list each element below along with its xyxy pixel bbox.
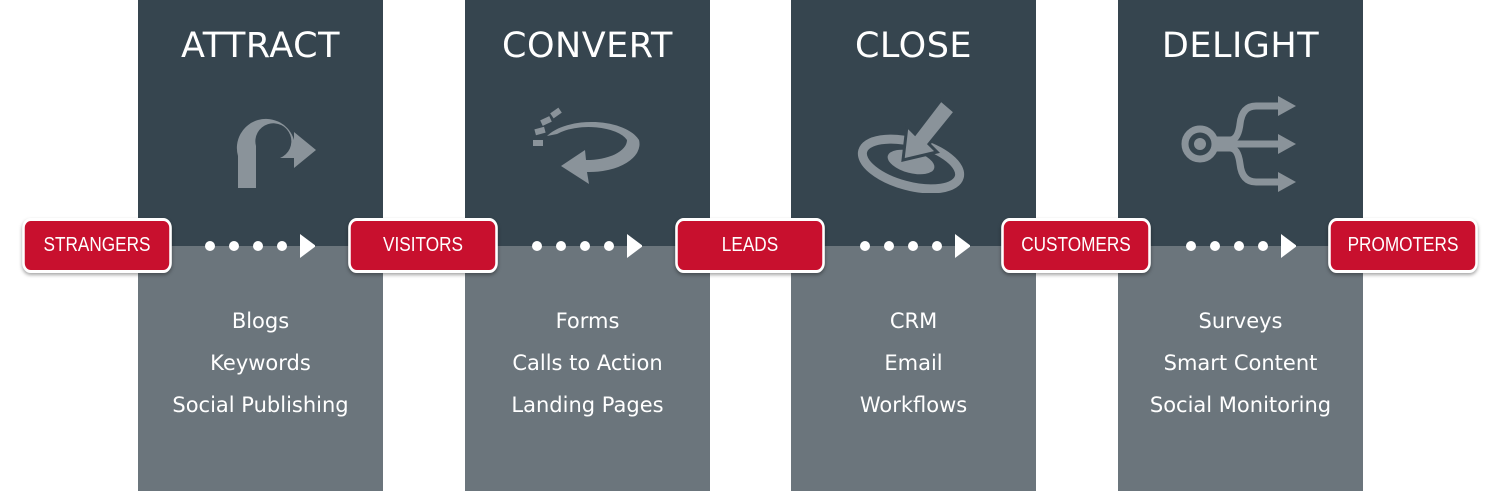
tool-item: Blogs <box>231 309 290 333</box>
tool-item: Email <box>884 351 943 375</box>
column-tools-panel <box>138 246 383 491</box>
column-title: CLOSE <box>854 26 973 66</box>
target-arrow-icon <box>853 88 973 193</box>
dotted-arrow-icon <box>1181 234 1296 258</box>
column-title: CONVERT <box>502 26 673 66</box>
column-convert: CONVERT Forms Calls to Action Landing Pa… <box>465 0 710 491</box>
tool-item: Keywords <box>210 351 311 375</box>
column-close: CLOSE CRM Email Workflows <box>791 0 1036 491</box>
column-tool-list: Surveys Smart Content Social Monitoring <box>1118 306 1363 432</box>
column-tools-panel <box>465 246 710 491</box>
column-header-panel <box>791 0 1036 246</box>
tool-item: Landing Pages <box>511 393 664 417</box>
tool-item: Calls to Action <box>512 351 663 375</box>
column-tool-list: Blogs Keywords Social Publishing <box>138 306 383 432</box>
column-title: DELIGHT <box>1161 26 1320 66</box>
stage-pill-leads: LEADS <box>675 218 825 273</box>
tool-item: Workflows <box>859 393 968 417</box>
dotted-arrow-icon <box>527 234 642 258</box>
column-tools-panel <box>1118 246 1363 491</box>
stage-pill-strangers: STRANGERS <box>22 218 172 273</box>
column-title: ATTRACT <box>181 26 340 66</box>
branching-arrows-icon <box>1180 88 1300 193</box>
tool-item: Social Publishing <box>172 393 349 417</box>
u-turn-arrow-icon <box>200 88 320 193</box>
tool-item: Surveys <box>1198 309 1283 333</box>
stage-pill-visitors: VISITORS <box>348 218 498 273</box>
tool-item: Smart Content <box>1163 351 1318 375</box>
stage-pill-promoters: PROMOTERS <box>1328 218 1478 273</box>
stage-pill-customers: CUSTOMERS <box>1001 218 1151 273</box>
column-tool-list: CRM Email Workflows <box>791 306 1036 432</box>
circular-arrow-icon <box>527 88 647 193</box>
tool-item: CRM <box>889 309 938 333</box>
dotted-arrow-icon <box>200 234 315 258</box>
column-tool-list: Forms Calls to Action Landing Pages <box>465 306 710 432</box>
column-tools-panel <box>791 246 1036 491</box>
column-attract: ATTRACT Blogs Keywords Social Publishing <box>138 0 383 491</box>
tool-item: Social Monitoring <box>1149 393 1332 417</box>
tool-item: Forms <box>555 309 620 333</box>
dotted-arrow-icon <box>855 234 970 258</box>
column-delight: DELIGHT Surveys Smart Content Social Mon… <box>1118 0 1363 491</box>
